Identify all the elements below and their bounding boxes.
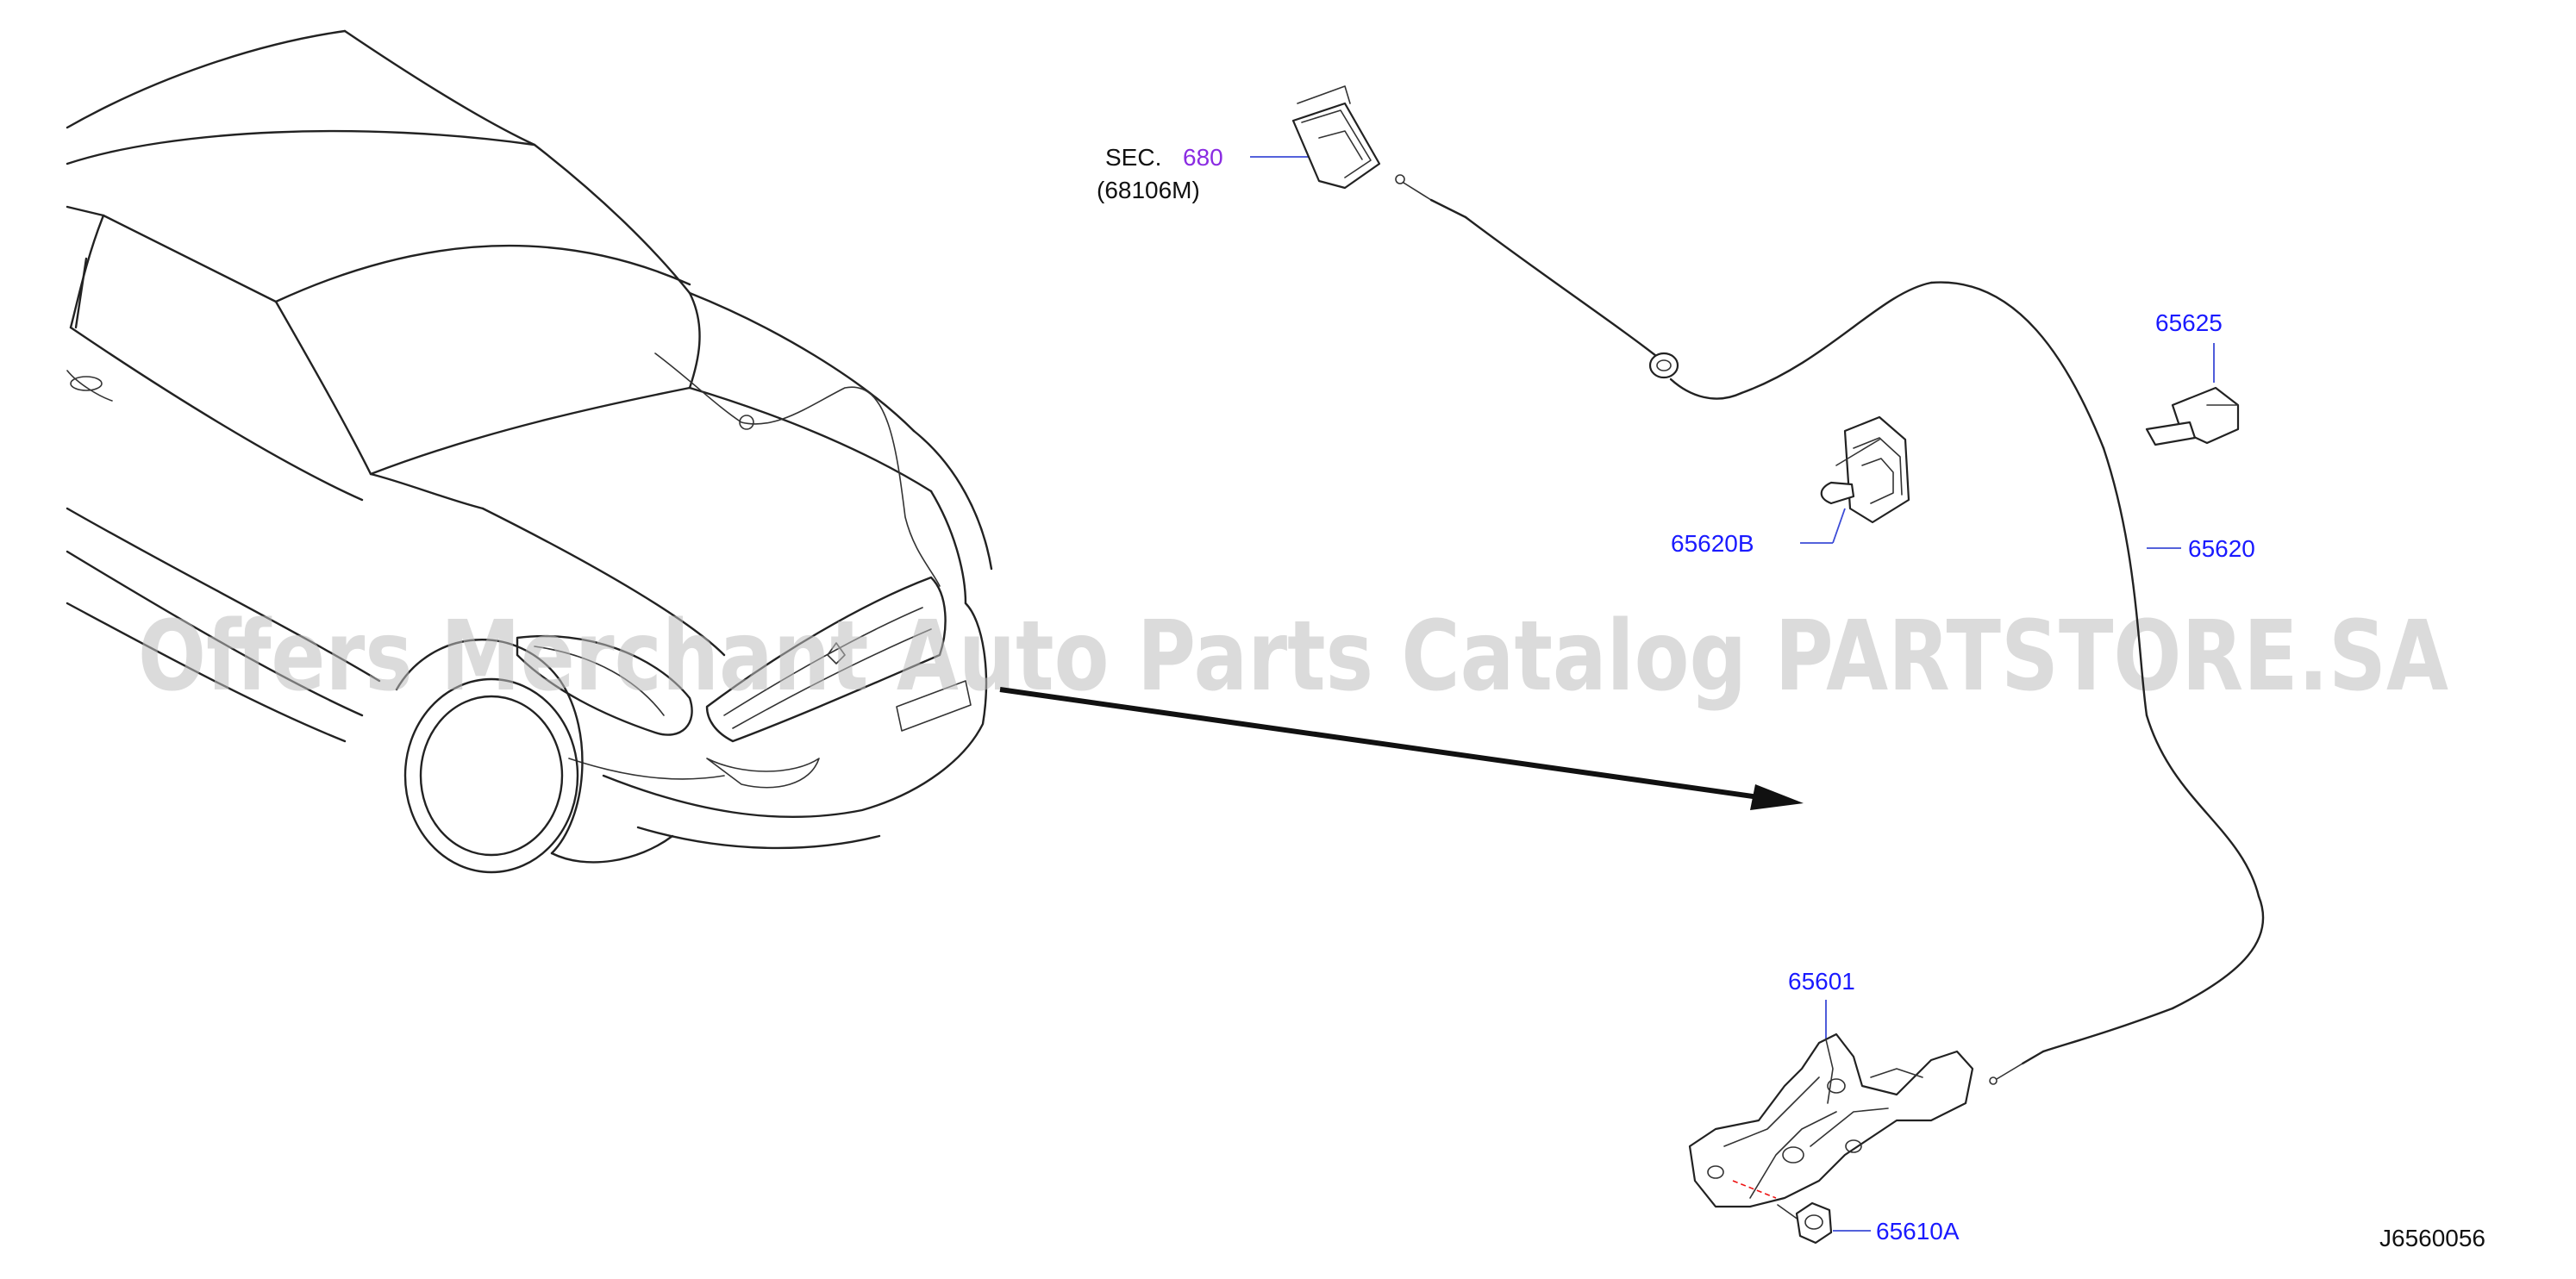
hood-release-handle	[1291, 85, 1381, 190]
hood-lock-cable	[1395, 174, 2265, 1085]
part-65610A[interactable]: 65610A	[1777, 1201, 1960, 1245]
part-65620[interactable]: 65620	[2147, 535, 2255, 562]
direction-arrow	[999, 687, 1804, 810]
part-label-65610A[interactable]: 65610A	[1876, 1218, 1960, 1245]
hood-lock-drawing	[1688, 1033, 1974, 1208]
diagram-code: J6560056	[2379, 1225, 2485, 1251]
car-illustration	[66, 29, 993, 874]
clip-65620b-drawing	[1820, 415, 1910, 524]
part-65620B[interactable]: 65620B	[1671, 415, 1910, 557]
section-prefix: SEC.	[1105, 144, 1161, 171]
section-reference[interactable]: SEC. 680 (68106M)	[1097, 144, 1310, 203]
part-label-65601[interactable]: 65601	[1788, 968, 1855, 995]
part-label-65625[interactable]: 65625	[2155, 309, 2223, 336]
part-65601[interactable]: 65601	[1688, 968, 1974, 1208]
part-label-65620B[interactable]: 65620B	[1671, 530, 1754, 557]
part-label-65620[interactable]: 65620	[2188, 535, 2255, 562]
section-sub: (68106M)	[1097, 177, 1200, 203]
section-number[interactable]: 680	[1183, 144, 1223, 171]
watermark-text: Offers Merchant Auto Parts Catalog PARTS…	[138, 601, 2448, 713]
bolt-drawing	[1777, 1201, 1833, 1245]
clip-65625-drawing	[2145, 386, 2240, 446]
part-65625[interactable]: 65625	[2145, 309, 2240, 446]
